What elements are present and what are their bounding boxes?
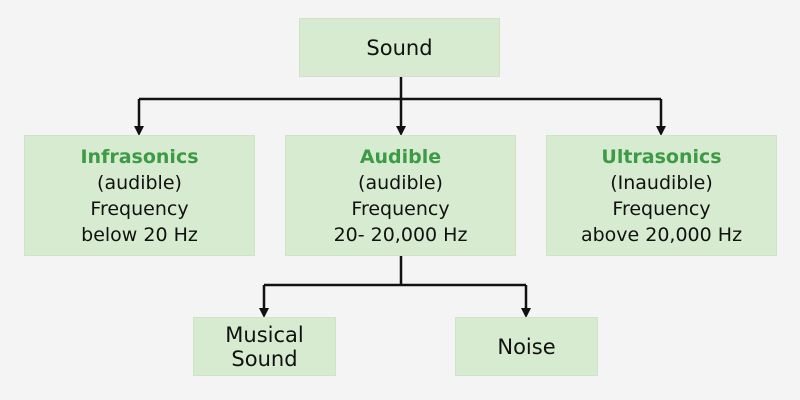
node-audible-audibility: (audible) [358, 171, 443, 194]
node-noise-label: Noise [497, 334, 556, 359]
node-infrasonics: Infrasonics (audible) Frequency below 20… [24, 135, 255, 256]
node-ultrasonics-frequency-label: Frequency [612, 197, 711, 220]
node-audible-range: 20- 20,000 Hz [333, 223, 468, 246]
node-ultrasonics-range: above 20,000 Hz [580, 223, 743, 246]
node-infrasonics-frequency-label: Frequency [90, 197, 189, 220]
node-ultrasonics-audibility: (Inaudible) [610, 171, 713, 194]
node-infrasonics-audibility: (audible) [97, 171, 182, 194]
node-sound-label: Sound [366, 35, 433, 60]
node-audible: Audible (audible) Frequency 20- 20,000 H… [285, 135, 516, 256]
node-infrasonics-title: Infrasonics [80, 145, 199, 168]
node-noise: Noise [455, 317, 598, 376]
node-musical-sound: Musical Sound [193, 317, 336, 376]
node-musical-sound-line2: Sound [231, 346, 298, 371]
node-musical-sound-line1: Musical [225, 322, 304, 347]
node-audible-title: Audible [359, 145, 442, 168]
node-ultrasonics-title: Ultrasonics [601, 145, 722, 168]
node-infrasonics-range: below 20 Hz [81, 223, 198, 246]
node-sound: Sound [299, 18, 500, 77]
node-audible-frequency-label: Frequency [351, 197, 450, 220]
node-ultrasonics: Ultrasonics (Inaudible) Frequency above … [546, 135, 777, 256]
